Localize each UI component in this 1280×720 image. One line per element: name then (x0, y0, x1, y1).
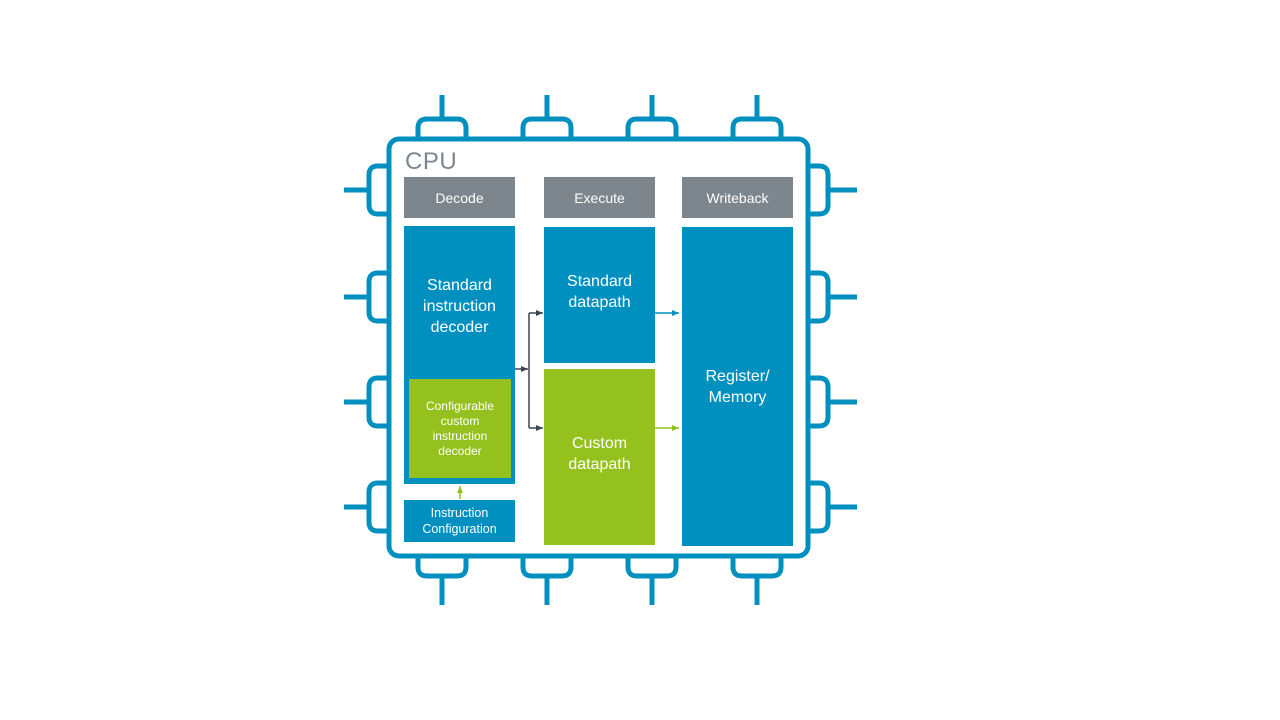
chip-pin-top (520, 95, 574, 139)
stage-label: Writeback (706, 189, 769, 206)
chip-pin-right (808, 270, 857, 324)
configurable-custom-instruction-decoder: Configurable custom instruction decoder (409, 379, 511, 478)
stage-header-decode: Decode (404, 177, 515, 218)
custom-datapath: Custom datapath (544, 369, 655, 545)
chip-pin-top (415, 95, 469, 139)
instruction-configuration: Instruction Configuration (404, 500, 515, 542)
chip-pin-left (344, 270, 389, 324)
block-label: Register/ Memory (705, 367, 770, 406)
chip-pin-top (730, 95, 784, 139)
chip-pin-bottom (625, 556, 679, 605)
chip-pin-right (808, 480, 857, 534)
chip-pin-bottom (520, 556, 574, 605)
stage-header-execute: Execute (544, 177, 655, 218)
block-label: Instruction Configuration (422, 506, 497, 536)
chip-pin-bottom (415, 556, 469, 605)
register-memory: Register/ Memory (682, 227, 793, 546)
chip-pin-right (808, 375, 857, 429)
chip-pin-left (344, 375, 389, 429)
block-label: Standard datapath (567, 273, 632, 311)
connector-decoder-to-datapaths (515, 310, 543, 431)
cpu-title: CPU (405, 148, 458, 175)
chip-pin-top (625, 95, 679, 139)
chip-pin-left (344, 480, 389, 534)
block-label: Configurable custom instruction decoder (425, 398, 495, 458)
chip-pins (344, 95, 857, 605)
chip-pin-left (344, 163, 389, 217)
stage-header-writeback: Writeback (682, 177, 793, 218)
block-label: Custom datapath (568, 435, 631, 473)
stage-label: Decode (435, 189, 484, 206)
block-label: Standard instruction decoder (423, 277, 496, 336)
standard-datapath: Standard datapath (544, 227, 655, 363)
chip-pin-bottom (730, 556, 784, 605)
chip-pin-right (808, 163, 857, 217)
stage-label: Execute (574, 189, 625, 206)
